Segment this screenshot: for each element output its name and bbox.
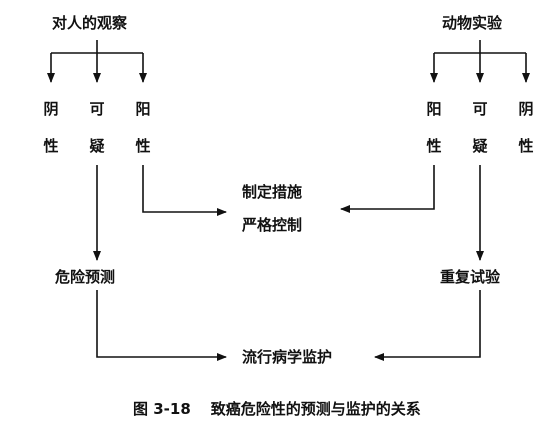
figure-title: 致癌危险性的预测与监护的关系 bbox=[210, 400, 421, 418]
right-source-label: 动物实验 bbox=[442, 14, 503, 32]
right-outcome-3-top: 阴 bbox=[518, 100, 534, 118]
left-outcome-1-top: 阴 bbox=[43, 100, 59, 118]
left-outcome-3-bottom: 性 bbox=[135, 137, 151, 155]
right-outcome-2-bottom: 疑 bbox=[472, 137, 488, 155]
left-positive-to-measures-arrow bbox=[142, 165, 227, 216]
right-positive-to-measures-arrow bbox=[340, 165, 435, 213]
right-outcome-1-bottom: 性 bbox=[426, 137, 442, 155]
figure-caption: 图 3-18 致癌危险性的预测与监护的关系 bbox=[133, 400, 421, 418]
left-outcome-2-top: 可 bbox=[89, 100, 105, 118]
left-source-label: 对人的观察 bbox=[52, 14, 128, 32]
right-outcome-1-top: 阳 bbox=[426, 100, 442, 118]
figure-number: 图 3-18 bbox=[133, 400, 191, 418]
left-outcome-3-top: 阳 bbox=[135, 100, 151, 118]
left-outcome-1-bottom: 性 bbox=[43, 137, 59, 155]
repeat-to-surveillance-arrow bbox=[374, 290, 481, 361]
right-outcome-3-bottom: 性 bbox=[518, 137, 534, 155]
repeat-test-label: 重复试验 bbox=[440, 268, 501, 286]
right-outcome-2-top: 可 bbox=[472, 100, 488, 118]
prediction-to-surveillance-arrow bbox=[96, 290, 227, 361]
surveillance-label: 流行病学监护 bbox=[242, 348, 333, 366]
measures-label-line2: 严格控制 bbox=[242, 216, 303, 234]
measures-label-line1: 制定措施 bbox=[242, 183, 303, 201]
left-outcome-2-bottom: 疑 bbox=[89, 137, 105, 155]
risk-prediction-label: 危险预测 bbox=[55, 268, 116, 286]
